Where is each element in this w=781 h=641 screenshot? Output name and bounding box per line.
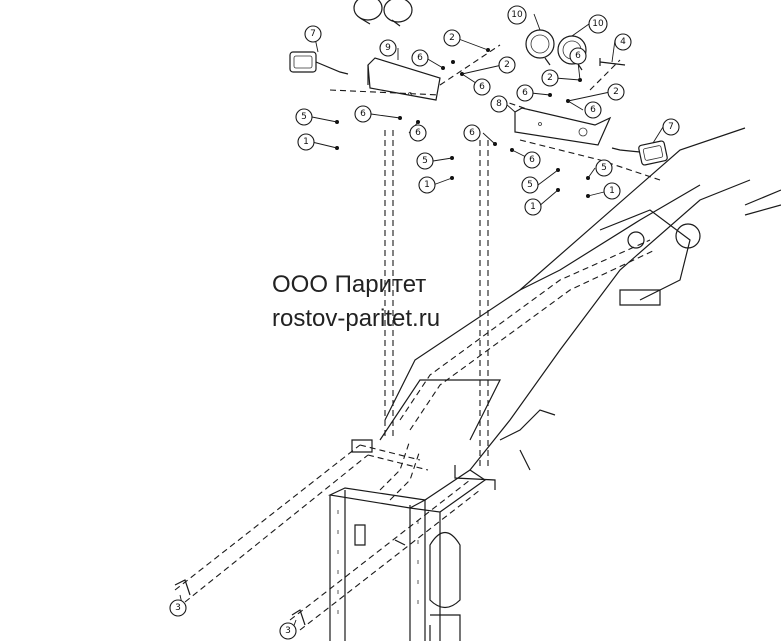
svg-text:1: 1: [609, 186, 615, 196]
svg-text:6: 6: [529, 155, 535, 165]
callout-5c: 5: [521, 176, 539, 194]
svg-text:6: 6: [469, 128, 475, 138]
frame-brackets: [174, 439, 496, 626]
svg-text:1: 1: [303, 137, 309, 147]
watermark: ООО Паритет rostov-paritet.ru: [272, 268, 440, 336]
svg-text:3: 3: [285, 626, 291, 636]
callout-5a: 5: [295, 108, 313, 126]
callout-7b: 7: [662, 118, 680, 136]
callout-6a: 6: [411, 49, 429, 67]
svg-text:10: 10: [592, 19, 604, 29]
svg-text:6: 6: [360, 109, 366, 119]
watermark-website: rostov-paritet.ru: [272, 305, 441, 332]
callout-9: 9: [379, 39, 397, 57]
svg-text:2: 2: [547, 73, 553, 83]
callout-8: 8: [490, 95, 508, 113]
svg-text:5: 5: [527, 180, 533, 190]
rear-lamp-left: [289, 51, 349, 75]
lamp-bracket-right: [514, 107, 612, 146]
chassis-frame: [327, 127, 781, 641]
callout-2c: 2: [541, 69, 559, 87]
callout-2a: 2: [443, 29, 461, 47]
lamp-bracket-left: [367, 57, 441, 101]
svg-text:1: 1: [530, 202, 536, 212]
callout-7a: 7: [304, 25, 322, 43]
svg-text:6: 6: [415, 128, 421, 138]
svg-text:4: 4: [620, 37, 626, 47]
callout-1c: 1: [524, 198, 542, 216]
svg-text:6: 6: [575, 51, 581, 61]
callout-3b: 3: [279, 622, 297, 640]
callout-6f: 6: [516, 84, 534, 102]
callout-3a: 3: [169, 599, 187, 617]
svg-text:10: 10: [511, 10, 523, 20]
callout-6g: 6: [584, 101, 602, 119]
callout-1b: 1: [418, 176, 436, 194]
callout-6d: 6: [409, 124, 427, 142]
callout-10a: 10: [507, 5, 527, 25]
watermark-company: ООО Паритет: [272, 271, 427, 298]
callout-6b: 6: [473, 78, 491, 96]
wiring-harness: [174, 44, 661, 631]
svg-text:6: 6: [479, 82, 485, 92]
callout-2b: 2: [498, 56, 516, 74]
svg-text:2: 2: [504, 60, 510, 70]
svg-text:2: 2: [613, 87, 619, 97]
callout-5b: 5: [416, 152, 434, 170]
svg-text:3: 3: [175, 603, 181, 613]
svg-text:6: 6: [590, 105, 596, 115]
svg-text:5: 5: [301, 112, 307, 122]
svg-text:6: 6: [522, 88, 528, 98]
callout-1d: 1: [603, 182, 621, 200]
svg-text:5: 5: [601, 163, 607, 173]
callout-6i: 6: [523, 151, 541, 169]
svg-text:6: 6: [417, 53, 423, 63]
callout-6e: 6: [569, 47, 587, 65]
callout-1a: 1: [297, 133, 315, 151]
svg-text:2: 2: [449, 33, 455, 43]
svg-text:7: 7: [310, 29, 316, 39]
callout-6h: 6: [463, 124, 481, 142]
callout-4: 4: [614, 33, 632, 51]
callout-2d: 2: [607, 83, 625, 101]
svg-text:5: 5: [422, 156, 428, 166]
callout-5d: 5: [595, 159, 613, 177]
callout-10b: 10: [588, 14, 608, 34]
work-light-a: [525, 29, 555, 66]
svg-text:8: 8: [496, 99, 502, 109]
rod-part: [599, 58, 626, 66]
svg-text:1: 1: [424, 180, 430, 190]
callout-6c: 6: [354, 105, 372, 123]
svg-text:9: 9: [385, 43, 391, 53]
rear-lamp-right: [611, 140, 668, 166]
work-lights-top: [353, 0, 413, 27]
svg-text:7: 7: [668, 122, 674, 132]
